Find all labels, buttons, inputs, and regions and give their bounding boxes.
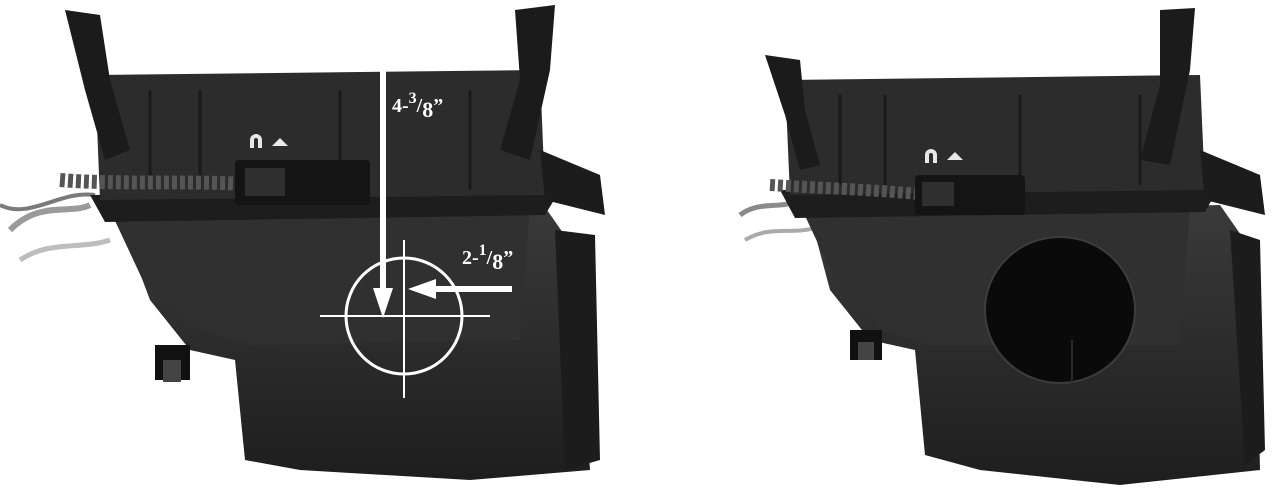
horizontal-arrow-head [408, 279, 436, 299]
mount-stud-right [850, 330, 882, 360]
loose-wires [0, 192, 111, 263]
vertical-whole: 4- [392, 95, 409, 117]
embossed-icons-right [925, 149, 963, 163]
left-photo-marked-housing: 4-3/8” 2-1/8” [0, 0, 620, 500]
wire-harness [59, 160, 370, 205]
left-clip-right [765, 55, 820, 170]
measurement-markings [320, 68, 512, 398]
horizontal-measurement-label: 2-1/8” [462, 242, 513, 274]
side-fins [540, 150, 605, 470]
vertical-denominator: 8 [422, 97, 433, 122]
horizontal-denominator: 8 [492, 249, 503, 274]
horizontal-whole: 2- [462, 247, 479, 269]
horizontal-unit: ” [503, 247, 513, 269]
wire-harness-right [769, 175, 1025, 215]
cut-hole [985, 237, 1135, 383]
right-clip [500, 5, 555, 160]
vertical-numerator: 3 [409, 90, 417, 107]
right-photo-cut-housing [700, 0, 1273, 500]
side-fins-right [1200, 150, 1265, 465]
back-wall-ribs-right [838, 95, 1142, 185]
housing-back-wall-right [785, 75, 1205, 195]
housing-back-wall [95, 70, 545, 200]
vertical-measurement-label: 4-3/8” [392, 90, 443, 122]
embossed-icons [250, 134, 288, 148]
housing-front-wall [110, 205, 530, 345]
vertical-arrow-head [373, 288, 393, 318]
mount-stud [155, 345, 190, 382]
left-clip [65, 10, 130, 160]
cut-hole-rim [984, 236, 1136, 384]
horizontal-slash: / [486, 247, 493, 269]
right-clip-right [1140, 8, 1195, 165]
vertical-unit: ” [433, 95, 443, 117]
left-housing-svg: 4-3/8” 2-1/8” [0, 5, 605, 480]
horizontal-numerator: 1 [479, 242, 487, 259]
vertical-slash: / [416, 95, 423, 117]
right-housing-svg [738, 8, 1265, 485]
